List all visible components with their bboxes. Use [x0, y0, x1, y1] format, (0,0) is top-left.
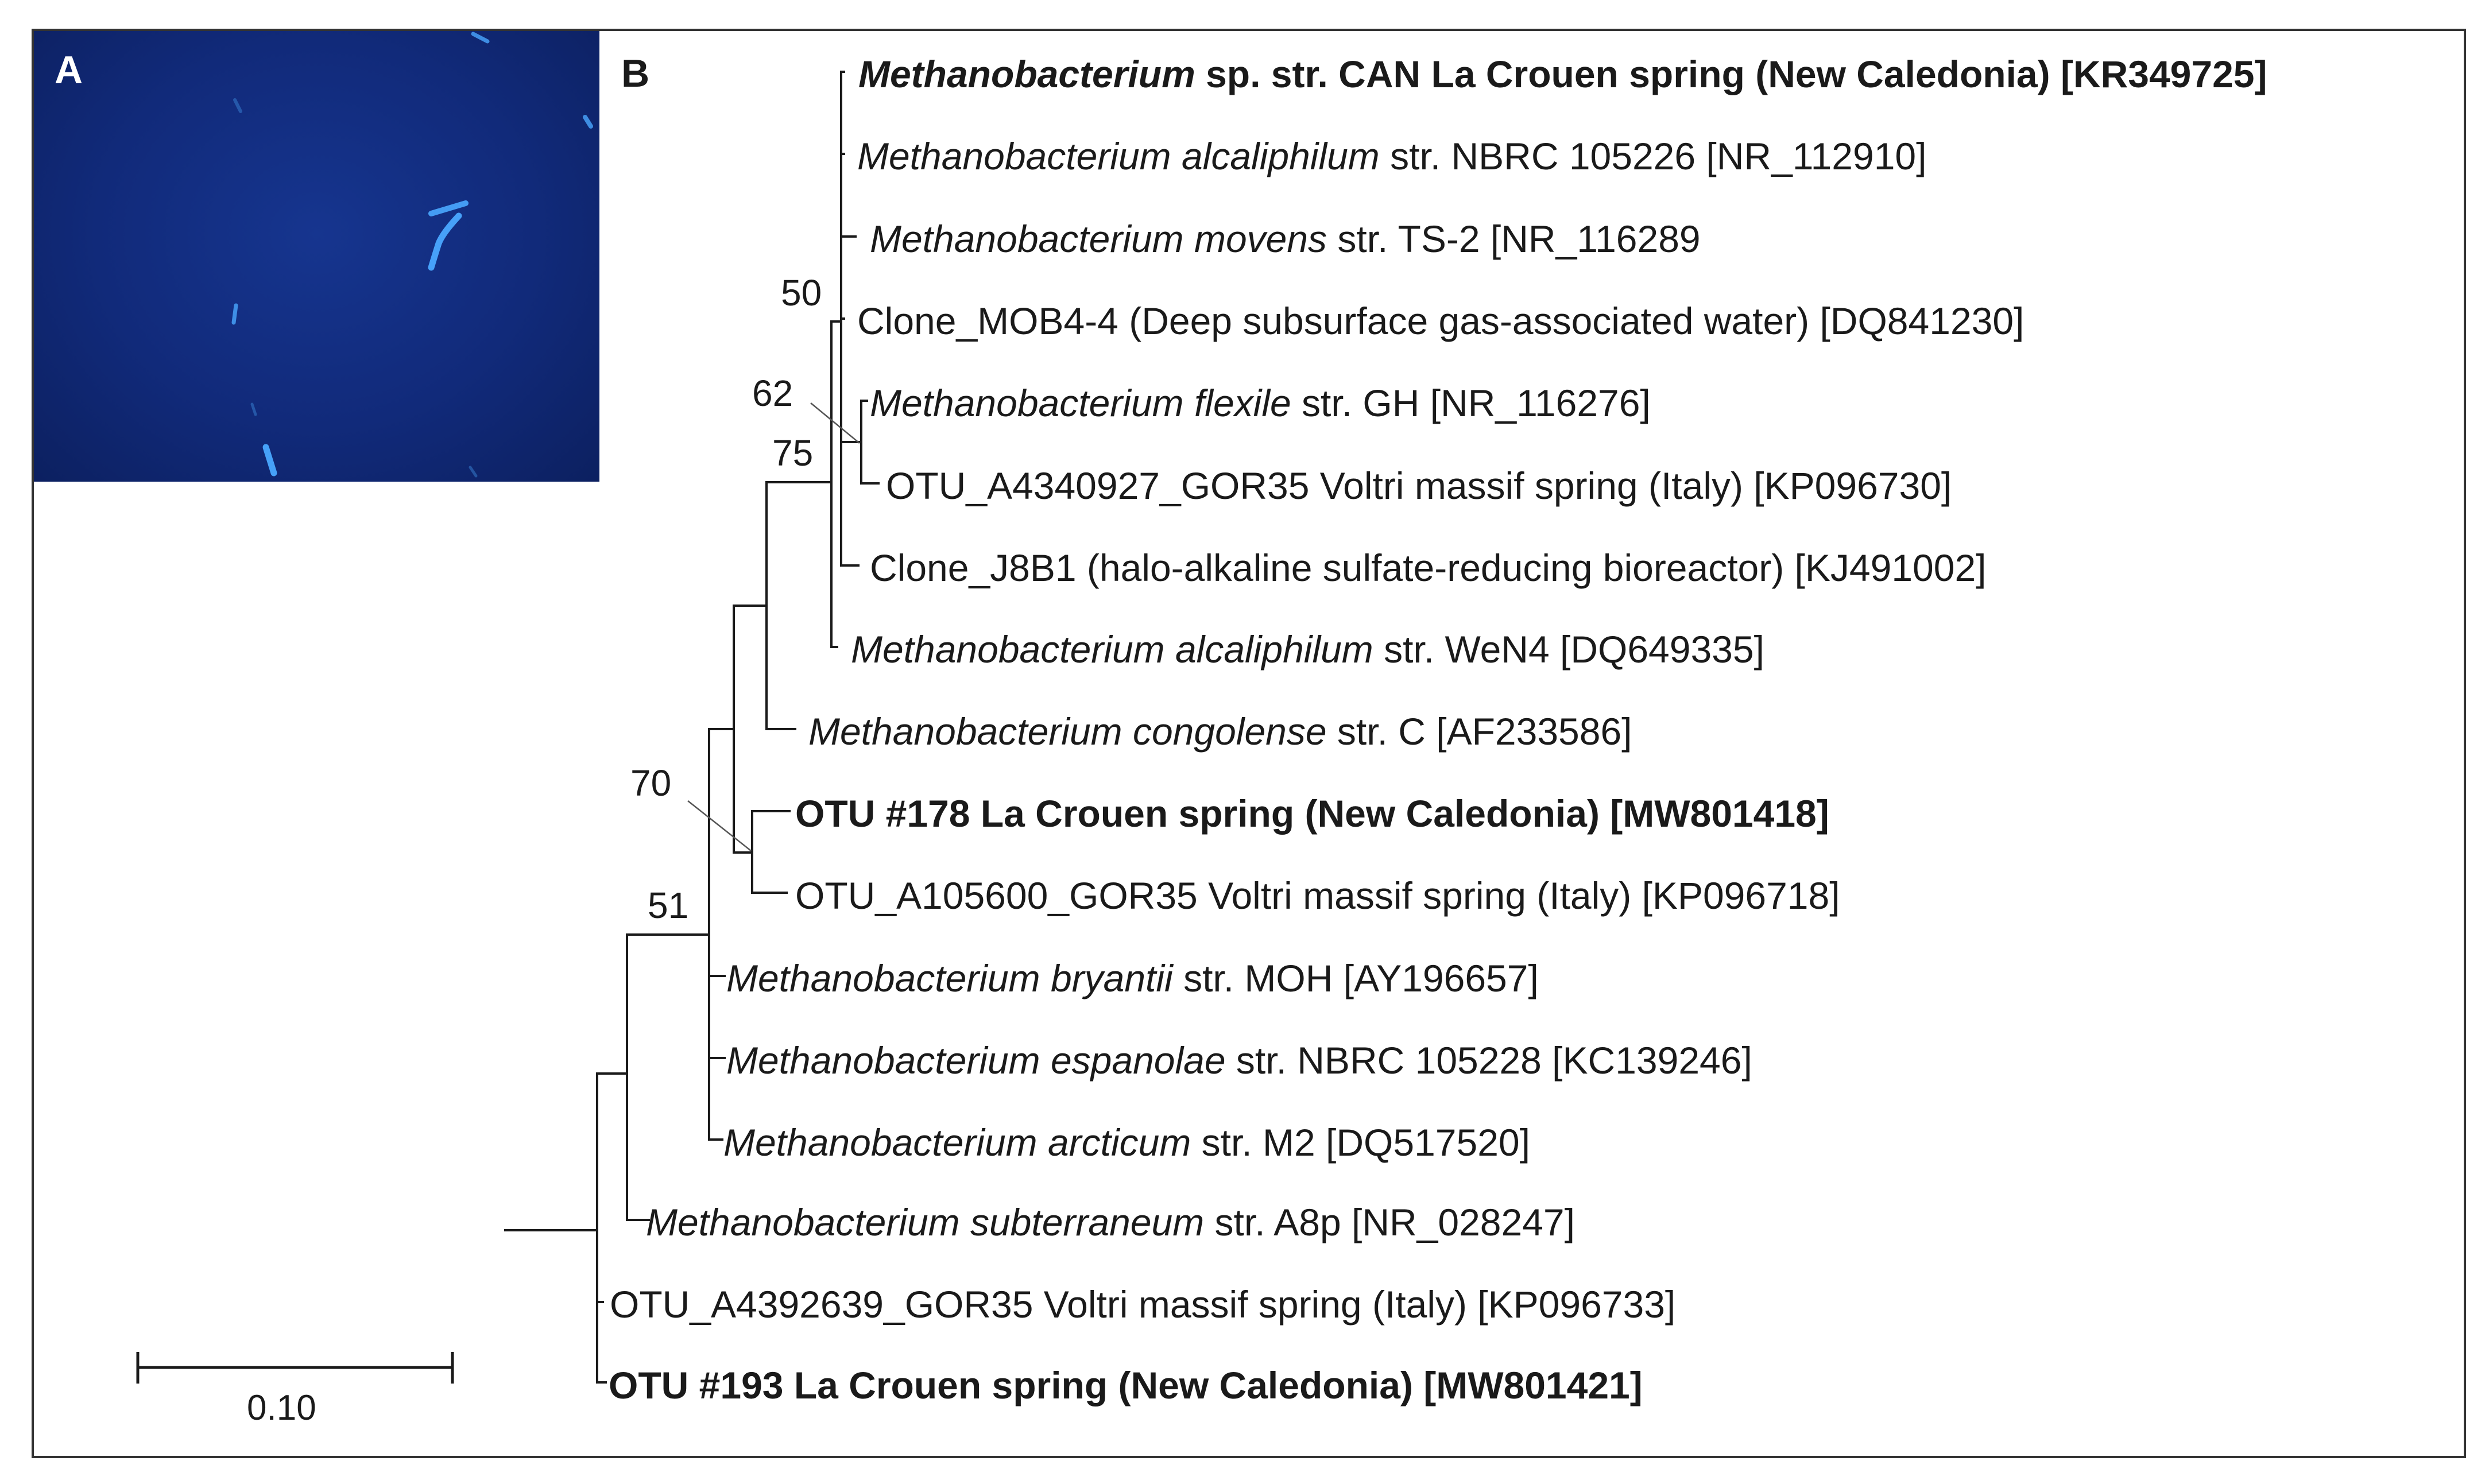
- bootstrap-value-50: 50: [781, 272, 822, 313]
- taxon-label: OTU #178 La Crouen spring (New Caledonia…: [795, 792, 1829, 835]
- cell-rod: [583, 115, 593, 129]
- cell-faint: [250, 402, 257, 416]
- taxon-label: OTU #193 La Crouen spring (New Caledonia…: [609, 1364, 1643, 1406]
- bootstrap-value-75: 75: [772, 432, 814, 474]
- taxon-label: OTU_A4392639_GOR35 Voltri massif spring …: [610, 1283, 1676, 1326]
- taxon-label: Methanobacterium flexile str. GH [NR_116…: [870, 382, 1651, 424]
- taxon-label: Methanobacterium alcaliphilum str. NBRC …: [857, 135, 1927, 177]
- panel-label-b: B: [621, 52, 650, 95]
- micrograph-cells: [231, 32, 593, 478]
- taxon-label: OTU_A105600_GOR35 Voltri massif spring (…: [795, 874, 1840, 917]
- cell-rod: [471, 32, 490, 44]
- micrograph-panel: [34, 31, 599, 482]
- panel-label-a: A: [55, 48, 83, 92]
- scale-bar-label: 0.10: [247, 1388, 316, 1428]
- leader-62: [810, 402, 860, 444]
- cell-faint: [233, 98, 242, 113]
- taxon-label: Clone_J8B1 (halo-alkaline sulfate-reduci…: [870, 547, 1987, 589]
- leader-70: [687, 800, 752, 851]
- taxon-label: Methanobacterium bryantii str. MOH [AY19…: [726, 957, 1539, 999]
- taxon-label: Clone_MOB4-4 (Deep subsurface gas-associ…: [857, 300, 2025, 342]
- cell-rod: [231, 303, 238, 325]
- bootstrap-value-62: 62: [752, 373, 793, 414]
- taxon-label: Methanobacterium alcaliphilum str. WeN4 …: [851, 628, 1764, 671]
- cell-rod: [428, 200, 469, 216]
- taxon-label: Methanobacterium arcticum str. M2 [DQ517…: [723, 1121, 1530, 1164]
- cell-rod: [262, 444, 277, 476]
- taxon-label: Methanobacterium espanolae str. NBRC 105…: [726, 1039, 1752, 1082]
- taxon-label: OTU_A4340927_GOR35 Voltri massif spring …: [886, 464, 1952, 507]
- taxon-label: Methanobacterium movens str. TS-2 [NR_11…: [870, 218, 1701, 260]
- bootstrap-value-51: 51: [648, 885, 689, 926]
- figure-frame: [32, 29, 2466, 1458]
- taxon-label: Methanobacterium subterraneum str. A8p […: [646, 1201, 1575, 1243]
- taxon-label: Methanobacterium sp. str. CAN La Crouen …: [858, 53, 2267, 95]
- cell-rod: [428, 212, 462, 271]
- taxon-label: Methanobacterium congolense str. C [AF23…: [808, 710, 1632, 753]
- cell-faint: [469, 466, 478, 478]
- bootstrap-value-70: 70: [630, 762, 672, 804]
